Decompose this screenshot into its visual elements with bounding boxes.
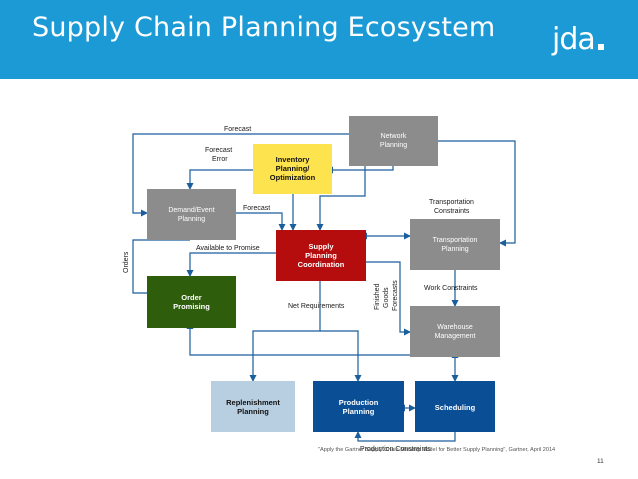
jda-logo-dot bbox=[598, 44, 604, 50]
node-network-planning: Network Planning bbox=[349, 116, 438, 166]
edge-label-forecast-mid: Forecast bbox=[243, 205, 270, 212]
node-transportation-planning-line1: Transportation bbox=[433, 237, 478, 244]
node-order-promising-line1: Order bbox=[181, 293, 202, 302]
node-scheduling-line1: Scheduling bbox=[435, 403, 476, 412]
node-production-planning-line1: Production bbox=[339, 398, 379, 407]
node-inventory-planning-line3: Optimization bbox=[270, 173, 316, 182]
node-supply-planning-coordination-line3: Coordination bbox=[298, 260, 345, 269]
node-demand-event-planning-line1: Demand/Event bbox=[168, 207, 214, 214]
edge-network-transport bbox=[438, 140, 516, 247]
node-supply-planning-coordination-line2: Planning bbox=[305, 251, 337, 260]
edge-supply-to-warehouse bbox=[366, 261, 411, 336]
edge-label-transportation-constraints-line2: Constraints bbox=[434, 208, 470, 215]
edge-label-finished-goods-line1: Finished bbox=[374, 283, 381, 310]
node-inventory-planning-line2: Planning/ bbox=[276, 164, 311, 173]
edge-network-to-supply bbox=[316, 166, 366, 231]
node-replenishment-planning-line1: Replenishment bbox=[226, 398, 280, 407]
edge-label-forecast-top: Forecast bbox=[224, 126, 251, 133]
node-transportation-planning-line2: Planning bbox=[441, 246, 468, 253]
edge-inventory-network bbox=[326, 166, 394, 174]
title-bar bbox=[0, 0, 638, 79]
node-production-planning-box bbox=[313, 381, 404, 432]
node-scheduling-box bbox=[415, 381, 495, 432]
node-order-promising-line2: Promising bbox=[173, 302, 210, 311]
node-replenishment-planning-line2: Planning bbox=[237, 407, 269, 416]
node-order-promising-box bbox=[147, 276, 236, 328]
node-inventory-planning: Inventory Planning/ Optimization bbox=[253, 144, 332, 194]
node-network-planning-box bbox=[349, 116, 438, 166]
edge-label-work-constraints: Work Constraints bbox=[424, 285, 478, 292]
edge-label-net-requirements: Net Requirements bbox=[288, 303, 345, 310]
node-production-planning: Production Planning bbox=[313, 381, 404, 432]
node-warehouse-management: Warehouse Management bbox=[410, 306, 500, 357]
node-supply-planning-coordination-box bbox=[276, 230, 366, 281]
node-warehouse-management-line2: Management bbox=[435, 333, 476, 340]
edge-label-available-to-promise: Available to Promise bbox=[196, 245, 260, 252]
edge-label-finished-goods-line3: Forecasts bbox=[392, 280, 399, 311]
edge-net-requirements bbox=[249, 281, 321, 382]
edge-label-orders: Orders bbox=[123, 251, 130, 273]
citation-footnote: "Apply the Gartner Supply Chain Maturity… bbox=[318, 447, 556, 453]
node-transportation-planning-box bbox=[410, 219, 500, 270]
jda-logo: jda bbox=[552, 22, 596, 57]
node-network-planning-line2: Planning bbox=[380, 142, 407, 149]
diagram-connectors bbox=[132, 133, 516, 442]
node-replenishment-planning: Replenishment Planning bbox=[211, 381, 295, 432]
edge-net-req-to-production bbox=[320, 330, 362, 382]
node-demand-event-planning-line2: Planning bbox=[178, 216, 205, 223]
edge-label-forecast-error-line2: Error bbox=[212, 156, 228, 163]
node-supply-planning-coordination-line1: Supply bbox=[308, 242, 334, 251]
node-order-promising: Order Promising bbox=[147, 276, 236, 328]
edge-forecast-network-to-demand bbox=[132, 133, 349, 217]
page-number: 11 bbox=[597, 458, 604, 465]
node-replenishment-planning-box bbox=[211, 381, 295, 432]
node-inventory-planning-box bbox=[253, 144, 332, 194]
node-transportation-planning: Transportation Planning bbox=[410, 219, 500, 270]
slide-title: Supply Chain Planning Ecosystem bbox=[32, 12, 496, 43]
node-warehouse-management-box bbox=[410, 306, 500, 357]
edge-production-constraints bbox=[354, 431, 456, 442]
node-production-planning-line2: Planning bbox=[343, 407, 375, 416]
node-demand-event-planning-box bbox=[147, 189, 236, 240]
edge-label-finished-goods-line2: Goods bbox=[383, 287, 390, 308]
edge-available-to-promise bbox=[186, 252, 276, 277]
node-warehouse-management-line1: Warehouse bbox=[437, 324, 473, 331]
node-demand-event-planning: Demand/Event Planning bbox=[147, 189, 236, 240]
edge-forecast-error bbox=[186, 169, 253, 190]
edge-label-production-constraints: Production Constraints bbox=[360, 446, 431, 453]
edge-forecast-demand-to-supply bbox=[236, 212, 286, 231]
edge-label-transportation-constraints-line1: Transportation bbox=[429, 199, 474, 206]
node-network-planning-line1: Network bbox=[381, 133, 407, 140]
node-inventory-planning-line1: Inventory bbox=[276, 155, 311, 164]
edge-label-forecast-error-line1: Forecast bbox=[205, 147, 232, 154]
node-supply-planning-coordination: Supply Planning Coordination bbox=[276, 230, 366, 281]
node-scheduling: Scheduling bbox=[415, 381, 495, 432]
